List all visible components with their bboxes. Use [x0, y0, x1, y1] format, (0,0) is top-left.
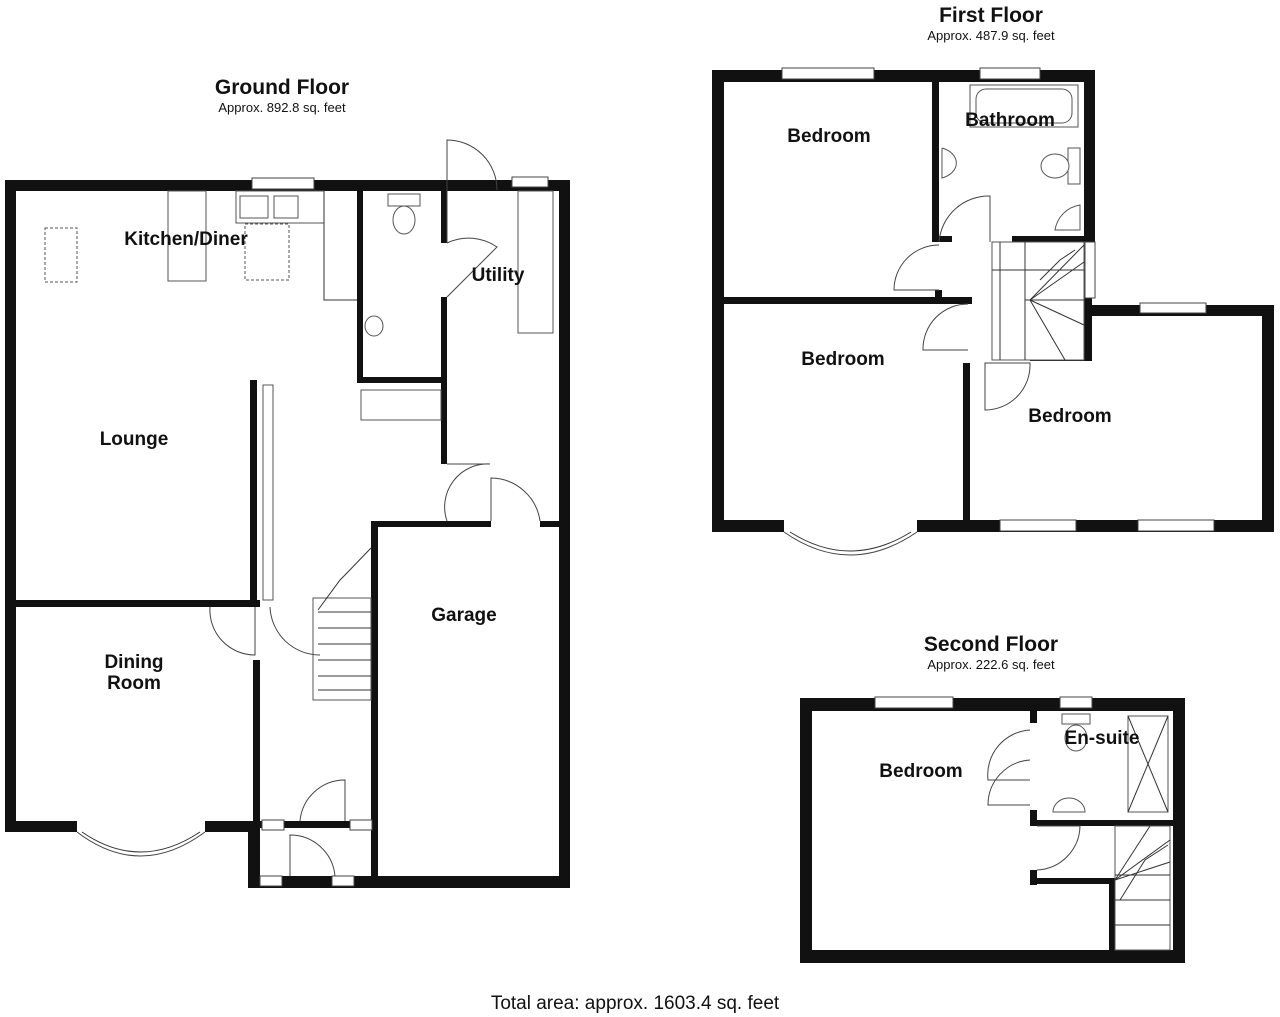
first-floor-title: First Floor — [939, 4, 1043, 27]
bathroom-label: Bathroom — [965, 110, 1055, 131]
garage-label: Garage — [431, 605, 496, 626]
second-floor-plan: Second Floor Approx. 222.6 sq. feet Bedr… — [800, 633, 1185, 963]
ground-floor-title: Ground Floor — [215, 76, 349, 99]
utility-label: Utility — [472, 265, 525, 286]
bedroom-1-label: Bedroom — [787, 126, 870, 147]
first-floor-area: Approx. 487.9 sq. feet — [927, 28, 1055, 43]
second-floor-area: Approx. 222.6 sq. feet — [927, 657, 1055, 672]
bedroom-2-label: Bedroom — [801, 349, 884, 370]
lounge-label: Lounge — [100, 429, 169, 450]
dining-room-label-line1: Dining — [104, 652, 163, 673]
second-floor-bedroom-label: Bedroom — [879, 761, 962, 782]
ground-floor-area: Approx. 892.8 sq. feet — [218, 100, 346, 115]
first-floor-plan: First Floor Approx. 487.9 sq. feet Bedro… — [712, 4, 1274, 556]
total-area-label: Total area: approx. 1603.4 sq. feet — [491, 993, 780, 1014]
dining-room-label-line2: Room — [107, 673, 161, 694]
kitchen-diner-label: Kitchen/Diner — [124, 229, 248, 250]
en-suite-label: En-suite — [1065, 728, 1140, 749]
ground-floor-plan: Ground Floor Approx. 892.8 sq. feet Kitc… — [5, 76, 570, 888]
second-floor-title: Second Floor — [924, 633, 1058, 656]
bedroom-3-label: Bedroom — [1028, 406, 1111, 427]
